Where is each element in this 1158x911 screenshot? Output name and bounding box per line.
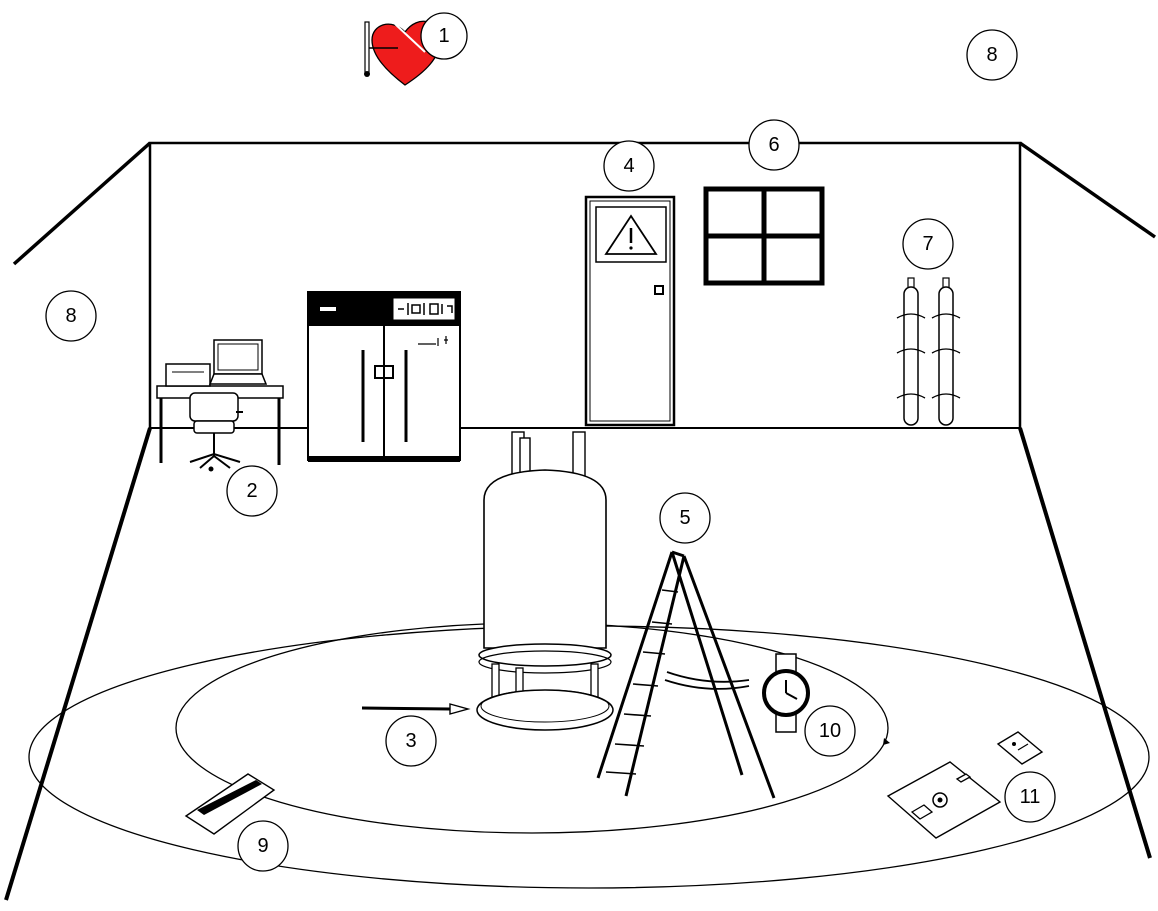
callout-6-label: 6	[768, 134, 779, 156]
callout-6: 6	[748, 119, 800, 171]
outer-field-line	[28, 625, 1150, 889]
cabinet-base	[308, 456, 460, 462]
watch-hands	[785, 680, 798, 700]
card-stripe	[197, 780, 262, 815]
callout-8-left: 8	[45, 290, 97, 342]
right-floor-edge	[1018, 427, 1152, 859]
callout-3: 3	[385, 715, 437, 767]
gas-cylinders	[896, 277, 961, 426]
wristwatch-icon	[762, 653, 810, 733]
room-walls	[4, 141, 1156, 901]
left-ceiling-edge	[12, 141, 152, 266]
callout-9: 9	[237, 820, 289, 872]
door-inner	[589, 200, 671, 422]
callout-8-left-label: 8	[65, 305, 76, 327]
warning-exclamation-dot	[629, 246, 633, 250]
magnet-ring-bottom	[478, 650, 612, 674]
right-ceiling-edge	[1019, 141, 1156, 239]
callout-5-label: 5	[679, 507, 690, 529]
door-handle-icon	[654, 285, 664, 295]
callout-3-label: 3	[405, 730, 416, 752]
desk-computer	[156, 339, 284, 472]
cabinet-control-marks	[398, 303, 453, 315]
gas-cylinder-left	[896, 277, 926, 426]
callout-11: 11	[1004, 771, 1056, 823]
pacemaker-rod-tip	[364, 71, 370, 77]
callout-10: 10	[804, 705, 856, 757]
window	[703, 186, 825, 286]
id-card-line	[1017, 743, 1029, 751]
equipment-cabinet	[307, 291, 461, 462]
chair-back	[189, 392, 239, 422]
screwdriver	[361, 703, 471, 715]
id-card	[996, 731, 1044, 765]
floppy-hub-center	[937, 797, 943, 803]
callout-8-right: 8	[966, 29, 1018, 81]
callout-1-label: 1	[438, 25, 449, 47]
chair-seat	[193, 420, 235, 434]
callout-10-label: 10	[819, 720, 841, 742]
callout-2-label: 2	[246, 480, 257, 502]
callout-8-right-label: 8	[986, 44, 997, 66]
heart-highlight	[394, 23, 426, 53]
callout-4: 4	[603, 140, 655, 192]
cabinet-small-marks	[418, 336, 448, 346]
chair-base	[189, 452, 241, 469]
ladder-spreader	[664, 671, 750, 690]
magnet-body	[483, 469, 607, 649]
floppy-slot	[955, 773, 972, 783]
ladder-rails	[596, 550, 776, 799]
field-arrow-icon	[883, 738, 890, 745]
door	[584, 195, 676, 427]
back-wall-outline	[148, 141, 1022, 428]
callout-7: 7	[902, 218, 954, 270]
callout-5: 5	[659, 492, 711, 544]
magnet-base-plate-inner	[480, 689, 610, 723]
cabinet-label	[320, 307, 336, 311]
data-media-icons	[886, 731, 1044, 839]
magnet-leg-2	[515, 667, 524, 695]
mri-magnet	[476, 431, 614, 731]
left-floor-edge	[4, 427, 152, 901]
magnet-turret-3	[572, 431, 586, 479]
laptop-screen-inner	[217, 343, 259, 371]
gas-cylinder-right	[931, 277, 961, 426]
chair-wheel	[208, 466, 214, 472]
id-card-photo	[1012, 742, 1016, 746]
callout-11-label: 11	[1020, 786, 1041, 808]
ladder-rungs	[605, 589, 679, 775]
callout-labels: 1 2 3 4 5 6 7 8 8 9 10 1	[45, 12, 1056, 872]
callout-2: 2	[226, 465, 278, 517]
computer-box	[165, 363, 211, 387]
callout-4-label: 4	[623, 155, 634, 177]
floppy-window	[910, 804, 934, 820]
callout-9-label: 9	[257, 835, 268, 857]
pacemaker-rod	[364, 21, 370, 75]
credit-card-icon	[184, 773, 276, 835]
magnet-base-plate	[476, 689, 614, 731]
magnet-ring-top	[478, 643, 612, 667]
stepladder	[596, 550, 776, 799]
callout-1: 1	[420, 12, 468, 60]
laptop-base	[208, 373, 268, 385]
callout-7-label: 7	[922, 233, 933, 255]
